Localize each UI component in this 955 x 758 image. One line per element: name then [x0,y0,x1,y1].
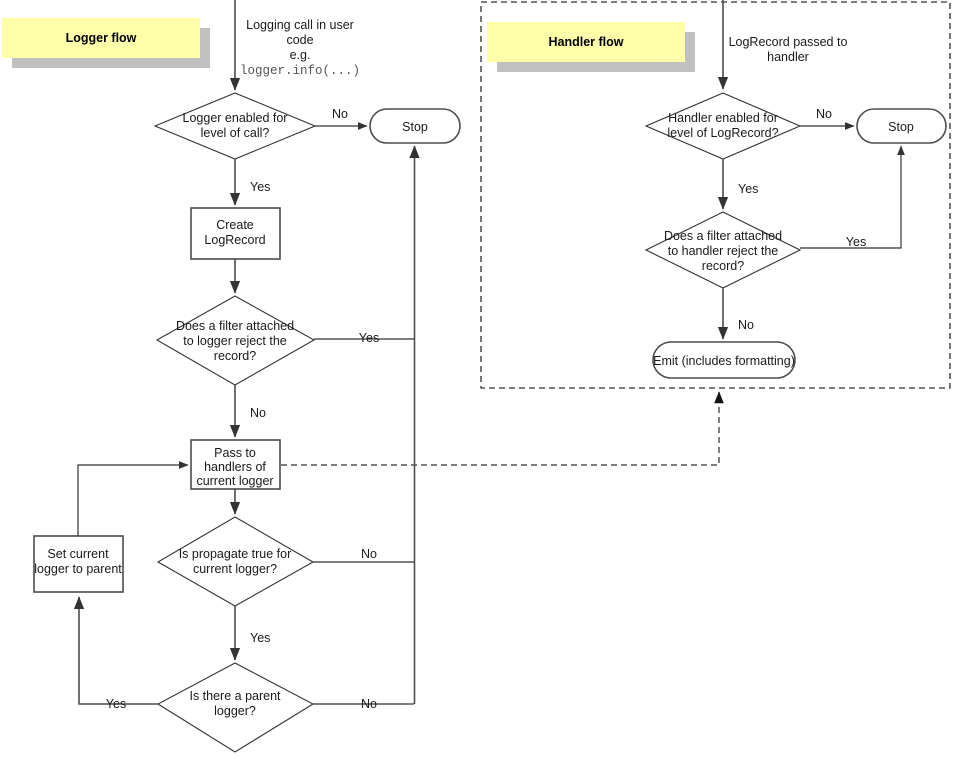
decision-logger-filter-line2: to logger reject the [183,334,287,348]
edge-parent-yes [73,596,158,705]
edge-label-parent-yes: Yes [106,697,126,711]
logger-flow-banner-fill [2,18,200,58]
process-pass-to-handlers [190,439,281,490]
process-set-current-logger-to-parent [33,535,124,593]
terminator-handler-stop-label: Stop [888,120,914,134]
decision-handler-filter-line2: to handler reject the [668,244,779,258]
edge-label-handler-filter-yes: Yes [846,235,866,249]
handler-entry-caption-line1: LogRecord passed to [729,35,848,49]
decision-logger-enabled-line2: level of call? [201,126,270,140]
edge-label-parent-no: No [361,697,377,711]
terminator-emit-label: Emit (includes formatting) [653,354,795,368]
terminator-handler-stop [856,108,947,144]
decision-handler-filter-line3: record? [702,259,744,273]
edge-handler-filter-yes [800,145,905,249]
logger-entry-caption-line2: code [286,33,313,47]
terminator-logger-stop-label: Stop [402,120,428,134]
process-create-logrecord-line1: Create [216,218,254,232]
terminator-emit [652,341,796,379]
handler-flow-banner: Handler flow [487,22,695,72]
edge-set-parent-to-pass [77,461,189,536]
logger-entry-caption-line1: Logging call in user [246,18,354,32]
edge-label-handler-enabled-no: No [816,107,832,121]
edge-label-propagate-no: No [361,547,377,561]
decision-logger-filter-line3: record? [214,349,256,363]
handler-flow-group-box [480,1,951,389]
decision-handler-enabled-line2: level of LogRecord? [667,126,778,140]
decision-logger-filter-line1: Does a filter attached [176,319,294,333]
process-create-logrecord [190,207,281,260]
decision-is-parent-logger-line2: logger? [214,704,256,718]
decision-is-parent-logger-line1: Is there a parent [189,689,281,703]
decision-is-propagate-line1: Is propagate true for [179,547,292,561]
logger-entry-caption-line3: e.g. [290,48,311,62]
edge-label-logger-enabled-no: No [332,107,348,121]
process-set-parent-line1: Set current [47,547,109,561]
logger-flow-banner: Logger flow [2,18,210,68]
logger-entry-caption-code: logger.info(...) [240,64,360,78]
handler-flow-banner-label: Handler flow [548,35,623,49]
edge-dashed-to-handler-flow [281,391,724,466]
edge-label-logger-enabled-yes: Yes [250,180,270,194]
process-set-parent-line2: logger to parent [34,562,122,576]
logger-flow-banner-label: Logger flow [66,31,137,45]
process-pass-to-handlers-line1: Pass to [214,446,256,460]
decision-logger-enabled-line1: Logger enabled for [183,111,288,125]
process-pass-to-handlers-line2: handlers of [204,460,266,474]
decision-is-parent-logger [156,662,315,753]
decision-is-propagate-line2: current logger? [193,562,277,576]
handler-flow-banner-fill [487,22,685,62]
edge-label-logger-filter-no: No [250,406,266,420]
edge-label-propagate-yes: Yes [250,631,270,645]
process-create-logrecord-line2: LogRecord [204,233,265,247]
edge-label-handler-filter-no: No [738,318,754,332]
edge-label-handler-enabled-yes: Yes [738,182,758,196]
edge-label-logger-filter-yes: Yes [359,331,379,345]
process-pass-to-handlers-line3: current logger [196,474,273,488]
decision-handler-enabled-line1: Handler enabled for [668,111,778,125]
decision-handler-filter-line1: Does a filter attached [664,229,782,243]
handler-entry-caption-line2: handler [767,50,809,64]
terminator-logger-stop [369,108,461,144]
